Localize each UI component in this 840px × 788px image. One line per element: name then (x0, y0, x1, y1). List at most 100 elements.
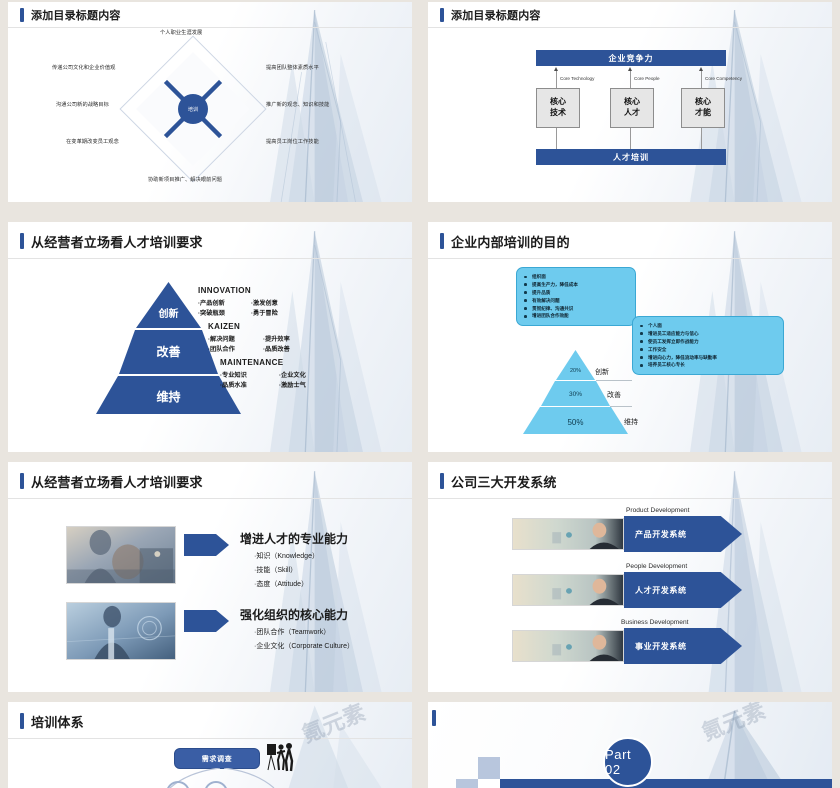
photo-chevron-1 (512, 518, 624, 550)
page-title: 从经营者立场看人才培训要求 (31, 234, 203, 250)
people-presentation-icon (267, 743, 294, 772)
title-divider (8, 738, 412, 739)
page-title: 添加目录标题内容 (31, 10, 121, 22)
pyramid-note-3-item-1: ·专业知识 (220, 372, 247, 379)
cyan-pyramid-percent-3-text: 50% (567, 417, 584, 427)
pyramid-note-2-item-2: ·提升效率 (263, 336, 290, 343)
photo-chevron-3-content (513, 631, 623, 661)
photo-core-capability (66, 602, 176, 660)
slide-thumbnail-7[interactable]: 培训体系 需求调查 氪元素 (8, 702, 412, 788)
slide-thumbnail-4[interactable]: 企业内部培训的目的 组织面 提高生产力，降低成本 提升品质 有效解决问题 贯彻纪… (428, 222, 832, 452)
pyramid-note-1-item-2: ·激发创意 (251, 300, 278, 307)
cyan-pyramid-percent-2: 30% (523, 386, 628, 402)
slide-3-title-row: 从经营者立场看人才培训要求 (20, 233, 203, 250)
deco-square-white (478, 779, 500, 788)
org-connector-down-2 (630, 128, 631, 149)
org-chart-top-bar: 企业竞争力 (536, 50, 726, 66)
pyramid-note-1-item-4: ·勇于冒险 (251, 310, 278, 317)
cyan-pyramid-shape (523, 350, 628, 434)
list-item: 个人面 (639, 322, 777, 330)
section-part-badge: Part 02 (603, 737, 653, 787)
slide-thumbnail-3[interactable]: 从经营者立场看人才培训要求 创新 改善 维持 INNOVATION ·产品创新 (8, 222, 412, 452)
diamond-label-mid-left: 沟通公司新的战略目标 (56, 102, 109, 108)
pyramid-diagram: 创新 改善 维持 (96, 282, 241, 414)
cyan-pyramid-rule-1 (596, 380, 632, 381)
row-1-item-3: ·态度（Attitude） (254, 581, 309, 588)
diamond-hub: 培训 (178, 94, 208, 124)
org-chart-top-bar-label: 企业竞争力 (608, 53, 654, 63)
diamond-label-top-left: 传递公司文化和企业价值观 (52, 65, 116, 71)
org-node-1: 核心 技术 (536, 88, 580, 128)
list-item: 增进团队合作效能 (523, 312, 629, 320)
callout-organization: 组织面 提高生产力，降低成本 提升品质 有效解决问题 贯彻纪律、沟通共识 增进团… (516, 267, 636, 327)
pyramid-tier-label-1: 创新 (96, 300, 241, 324)
pyramid-note-3-item-2: ·企业文化 (279, 372, 306, 379)
slide-thumbnail-5[interactable]: 从经营者立场看人才培训要求 增 (8, 462, 412, 692)
chevron-3-label: 事业开发系统 (635, 641, 687, 651)
pyramid-note-2-items: ·解决问题 ·提升效率 ·团队合作 ·品质改善 (208, 334, 316, 353)
slide-thumbnail-2[interactable]: 添加目录标题内容 企业竞争力 Core Technology Core Peop… (428, 2, 832, 202)
arrow-1-head-icon (216, 534, 229, 556)
section-part-label: Part 02 (605, 747, 632, 777)
diamond-label-mid-right: 推广新的观念、知识和技能 (266, 102, 330, 108)
pyramid-note-1-items: ·产品创新 ·激发创意 ·突破瓶颈 ·勇于冒险 (198, 298, 303, 317)
diamond-hub-label: 培训 (187, 106, 198, 113)
title-accent-bar (432, 710, 436, 726)
title-accent-bar (440, 233, 444, 249)
title-divider (428, 258, 832, 259)
cyan-pyramid: 20% 30% 50% (523, 350, 628, 434)
pyramid-note-3-item-3: ·品质水准 (220, 382, 247, 389)
diamond-label-bottom-right: 提高员工岗位工作技能 (266, 139, 319, 145)
photo-chevron-3 (512, 630, 624, 662)
org-node-1-line2: 技术 (550, 108, 566, 117)
pyramid-note-2-heading: KAIZEN (208, 322, 241, 331)
cyan-pyramid-percent-1: 20% (523, 363, 628, 379)
title-divider (428, 27, 832, 28)
org-chart-bottom-bar: 人才培训 (536, 149, 726, 165)
slide-thumbnail-1[interactable]: 添加目录标题内容 培训 个人职业生涯发展 传递公司文化和企业价值观 提高团队整体… (8, 2, 412, 202)
org-node-2-line1: 核心 (624, 97, 640, 107)
pyramid-note-1-heading: INNOVATION (198, 286, 252, 295)
title-divider (8, 498, 412, 499)
list-item: 工作安全 (639, 346, 777, 354)
pyramid-note-1-item-3: ·突破瓶颈 (198, 310, 225, 317)
pyramid-tier-3-text: 维持 (156, 389, 181, 404)
callout-individual: 个人面 增进员工适应能力与信心 使员工发挥立即作战能力 工作安全 增进向心力，降… (632, 316, 784, 376)
list-item: 提升品质 (523, 289, 629, 297)
org-node-en-label-3: Core Competency (705, 76, 743, 81)
title-divider (428, 498, 832, 499)
row-2-item-2: ·企业文化（Corporate Culture） (254, 643, 354, 650)
title-accent-bar (20, 233, 24, 249)
cyan-pyramid-label-1: 创新 (595, 369, 609, 376)
title-accent-bar (20, 713, 24, 729)
pyramid-note-2-item-1: ·解决问题 (208, 336, 235, 343)
list-item: 有效解决问题 (523, 297, 629, 305)
arrow-2-head-icon (216, 610, 229, 632)
row-2-heading: 强化组织的核心能力 (240, 608, 349, 622)
photo-chevron-1-content (513, 519, 623, 549)
title-divider (8, 258, 412, 259)
org-node-en-label-2: Core People (634, 76, 660, 81)
org-chart-bottom-bar-label: 人才培训 (613, 152, 649, 162)
list-item: 增进向心力，降低流动率与缺勤率 (639, 354, 777, 362)
org-node-3-line2: 才能 (695, 108, 711, 117)
list-item: 培养员工核心专长 (639, 361, 777, 369)
org-node-2: 核心 人才 (610, 88, 654, 128)
callout-organization-list: 组织面 提高生产力，降低成本 提升品质 有效解决问题 贯彻纪律、沟通共识 增进团… (523, 273, 629, 320)
pyramid-note-2: KAIZEN ·解决问题 ·提升效率 ·团队合作 ·品质改善 (208, 322, 368, 353)
photo-2-content (67, 603, 175, 659)
slide-thumbnail-8[interactable]: Part 02 氪元素 (428, 702, 832, 788)
slide-thumbnail-6[interactable]: 公司三大开发系统 Product Development 产品开发系统 Peop… (428, 462, 832, 692)
arrow-1-body (184, 534, 216, 556)
pyramid-note-3-item-4: ·激励士气 (279, 382, 306, 389)
title-accent-bar (440, 473, 444, 489)
pyramid-tier-2-text: 改善 (156, 344, 181, 359)
photo-chevron-2-content (513, 575, 623, 605)
photo-professional-capability (66, 526, 176, 584)
slide-1-title-row: 添加目录标题内容 (20, 8, 121, 22)
org-node-1-line1: 核心 (550, 97, 566, 107)
org-node-2-line2: 人才 (624, 108, 640, 117)
org-connector-up-3 (699, 67, 703, 89)
list-item: 使员工发挥立即作战能力 (639, 338, 777, 346)
pyramid-tier-label-2: 改善 (96, 338, 241, 364)
